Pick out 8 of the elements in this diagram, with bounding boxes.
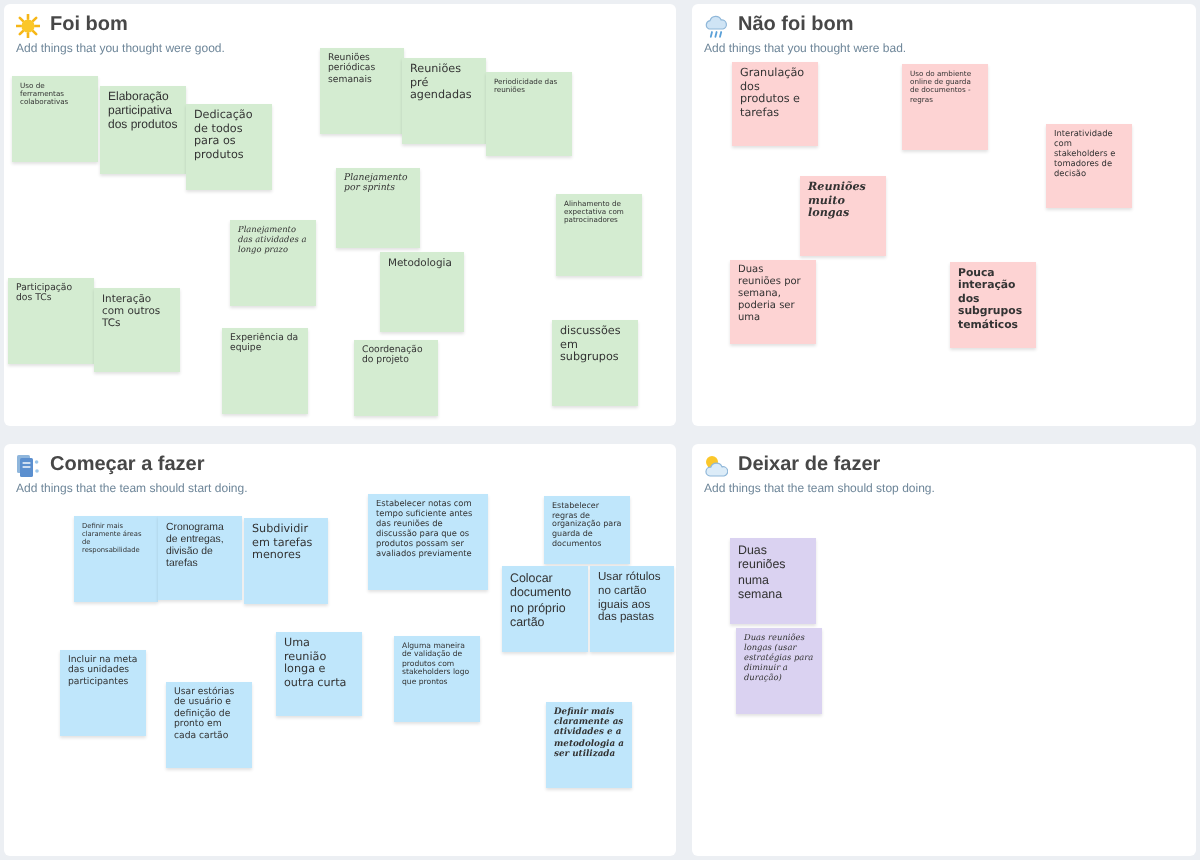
board-column-panel (4, 444, 676, 856)
board-column-panel (4, 4, 676, 426)
board-column-panel (692, 4, 1196, 426)
board-column-panel (692, 444, 1196, 856)
column-heading: Foi bom (50, 14, 128, 38)
column-heading: Deixar de fazer (738, 454, 881, 478)
column-heading: Começar a fazer (50, 454, 205, 478)
column-heading: Não foi bom (738, 14, 854, 38)
